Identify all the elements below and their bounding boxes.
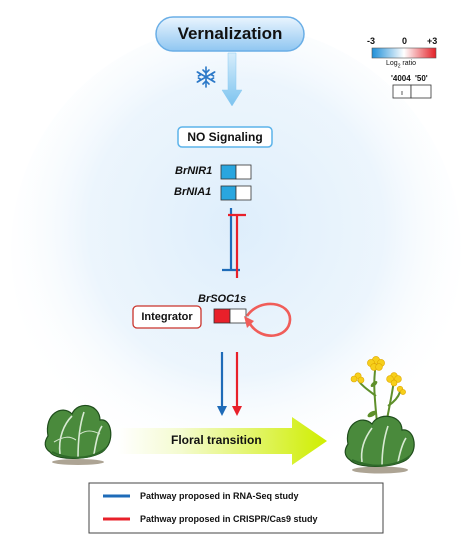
gene-label-brsoc1s: BrSOC1s bbox=[198, 293, 247, 305]
floral-transition-arrow bbox=[118, 417, 327, 465]
no-signaling-label: NO Signaling bbox=[187, 130, 263, 144]
floral-transition-label: Floral transition bbox=[171, 433, 262, 447]
vernalization-box bbox=[155, 16, 305, 52]
vernalization-down-arrow bbox=[221, 52, 243, 107]
scale-min-label: -3 bbox=[367, 36, 376, 46]
flowering-cabbage-icon bbox=[344, 356, 415, 474]
scale-caption: Log2 ratio bbox=[386, 60, 416, 69]
sample-key-col1: '4004 bbox=[391, 74, 411, 83]
scale-caption-sub: 2 bbox=[397, 63, 401, 70]
sample-key-col2: '50' bbox=[415, 74, 428, 83]
vernalization-label: Vernalization bbox=[177, 24, 283, 43]
brsoc1s-cell-1 bbox=[213, 308, 231, 324]
brnir1-cell-1 bbox=[220, 164, 237, 180]
legend-label-crispr: Pathway proposed in CRISPR/Cas9 study bbox=[140, 514, 318, 524]
scale-mid-label: 0 bbox=[402, 36, 408, 46]
no-signaling-box bbox=[177, 126, 273, 148]
circular-feedback-arrow-icon bbox=[244, 302, 292, 337]
legend-label-rna-seq: Pathway proposed in RNA-Seq study bbox=[140, 491, 299, 501]
sample-key-cell-2 bbox=[410, 84, 432, 99]
brsoc1s-cell-2 bbox=[229, 308, 247, 324]
rna-seq-activation-arrow bbox=[217, 352, 227, 416]
scale-caption-prefix: Log bbox=[386, 60, 398, 67]
crispr-activation-arrow bbox=[232, 352, 242, 416]
log2-color-scale bbox=[371, 47, 437, 59]
snowflake-icon bbox=[196, 66, 216, 88]
scale-max-label: +3 bbox=[427, 36, 438, 46]
cabbage-icon bbox=[44, 404, 112, 465]
integrator-box bbox=[132, 305, 202, 329]
scale-caption-suffix: ratio bbox=[400, 60, 417, 67]
brnir1-cell-2 bbox=[235, 164, 252, 180]
brnia1-cell-2 bbox=[235, 185, 252, 201]
legend-box bbox=[88, 482, 384, 534]
brnia1-cell-1 bbox=[220, 185, 237, 201]
gene-label-brnir1: BrNIR1 bbox=[175, 165, 213, 177]
integrator-label: Integrator bbox=[141, 311, 193, 323]
gene-label-brnia1: BrNIA1 bbox=[174, 186, 212, 198]
crispr-inhibition-arrow bbox=[228, 213, 246, 278]
